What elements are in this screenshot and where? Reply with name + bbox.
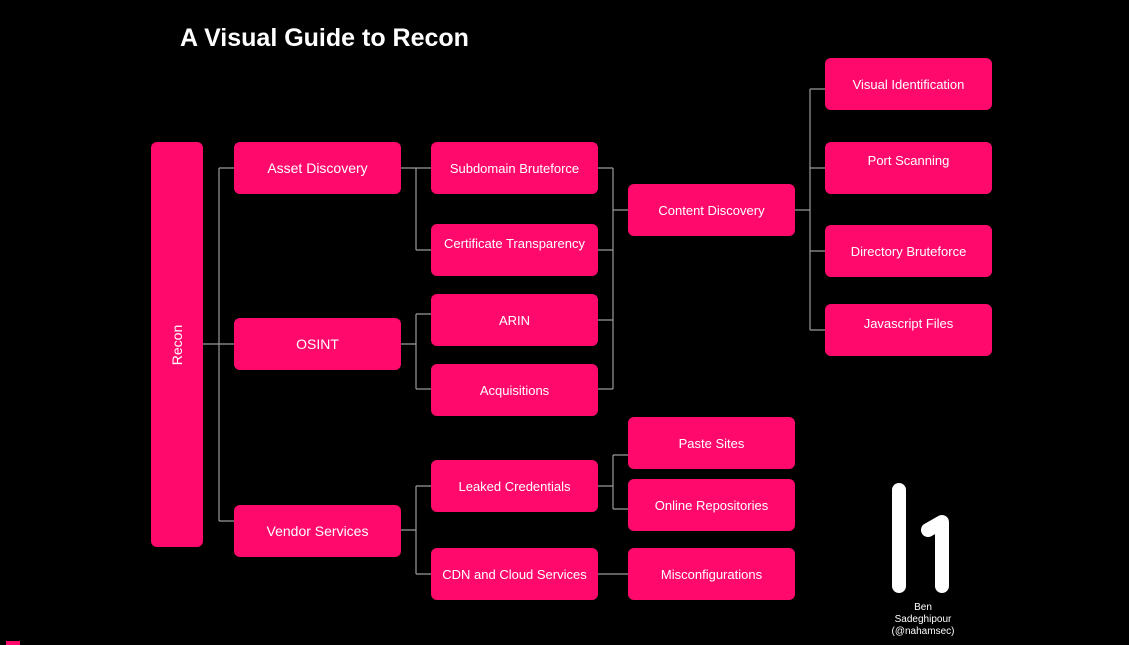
node-acquisitions: Acquisitions <box>431 364 598 416</box>
connector-leaked-credentials <box>598 454 628 510</box>
connector-recon-to-level1 <box>203 167 234 522</box>
hackerone-logo-icon <box>892 483 949 593</box>
author-first-name: Ben <box>914 602 932 613</box>
node-visual-identification: Visual Identification <box>825 58 992 110</box>
corner-mark <box>6 641 20 645</box>
connector-content-discovery <box>795 88 825 331</box>
node-online-repositories: Online Repositories <box>628 479 795 531</box>
connector-vendor-services <box>401 485 431 575</box>
page-title: A Visual Guide to Recon <box>180 24 469 52</box>
node-cdn-cloud-services: CDN and Cloud Services <box>431 548 598 600</box>
connector-to-content-discovery <box>598 167 628 390</box>
node-subdomain-bruteforce: Subdomain Bruteforce <box>431 142 598 194</box>
author-last-name: Sadeghipour <box>894 614 952 625</box>
node-port-scanning: Port Scanning <box>825 142 992 194</box>
node-osint: OSINT <box>234 318 401 370</box>
connector-asset-discovery <box>401 167 431 251</box>
node-recon-label: Recon <box>169 324 185 365</box>
node-asset-discovery: Asset Discovery <box>234 142 401 194</box>
node-paste-sites: Paste Sites <box>628 417 795 469</box>
node-content-discovery: Content Discovery <box>628 184 795 236</box>
node-recon: Recon <box>151 142 203 547</box>
node-arin: ARIN <box>431 294 598 346</box>
node-javascript-files: Javascript Files <box>825 304 992 356</box>
node-leaked-credentials: Leaked Credentials <box>431 460 598 512</box>
connector-osint <box>401 313 431 390</box>
author-credit: Ben Sadeghipour (@nahamsec) <box>868 602 978 638</box>
node-vendor-services: Vendor Services <box>234 505 401 557</box>
author-handle: (@nahamsec) <box>891 626 955 637</box>
node-directory-bruteforce: Directory Bruteforce <box>825 225 992 277</box>
node-certificate-transparency: Certificate Transparency <box>431 224 598 276</box>
node-misconfigurations: Misconfigurations <box>628 548 795 600</box>
